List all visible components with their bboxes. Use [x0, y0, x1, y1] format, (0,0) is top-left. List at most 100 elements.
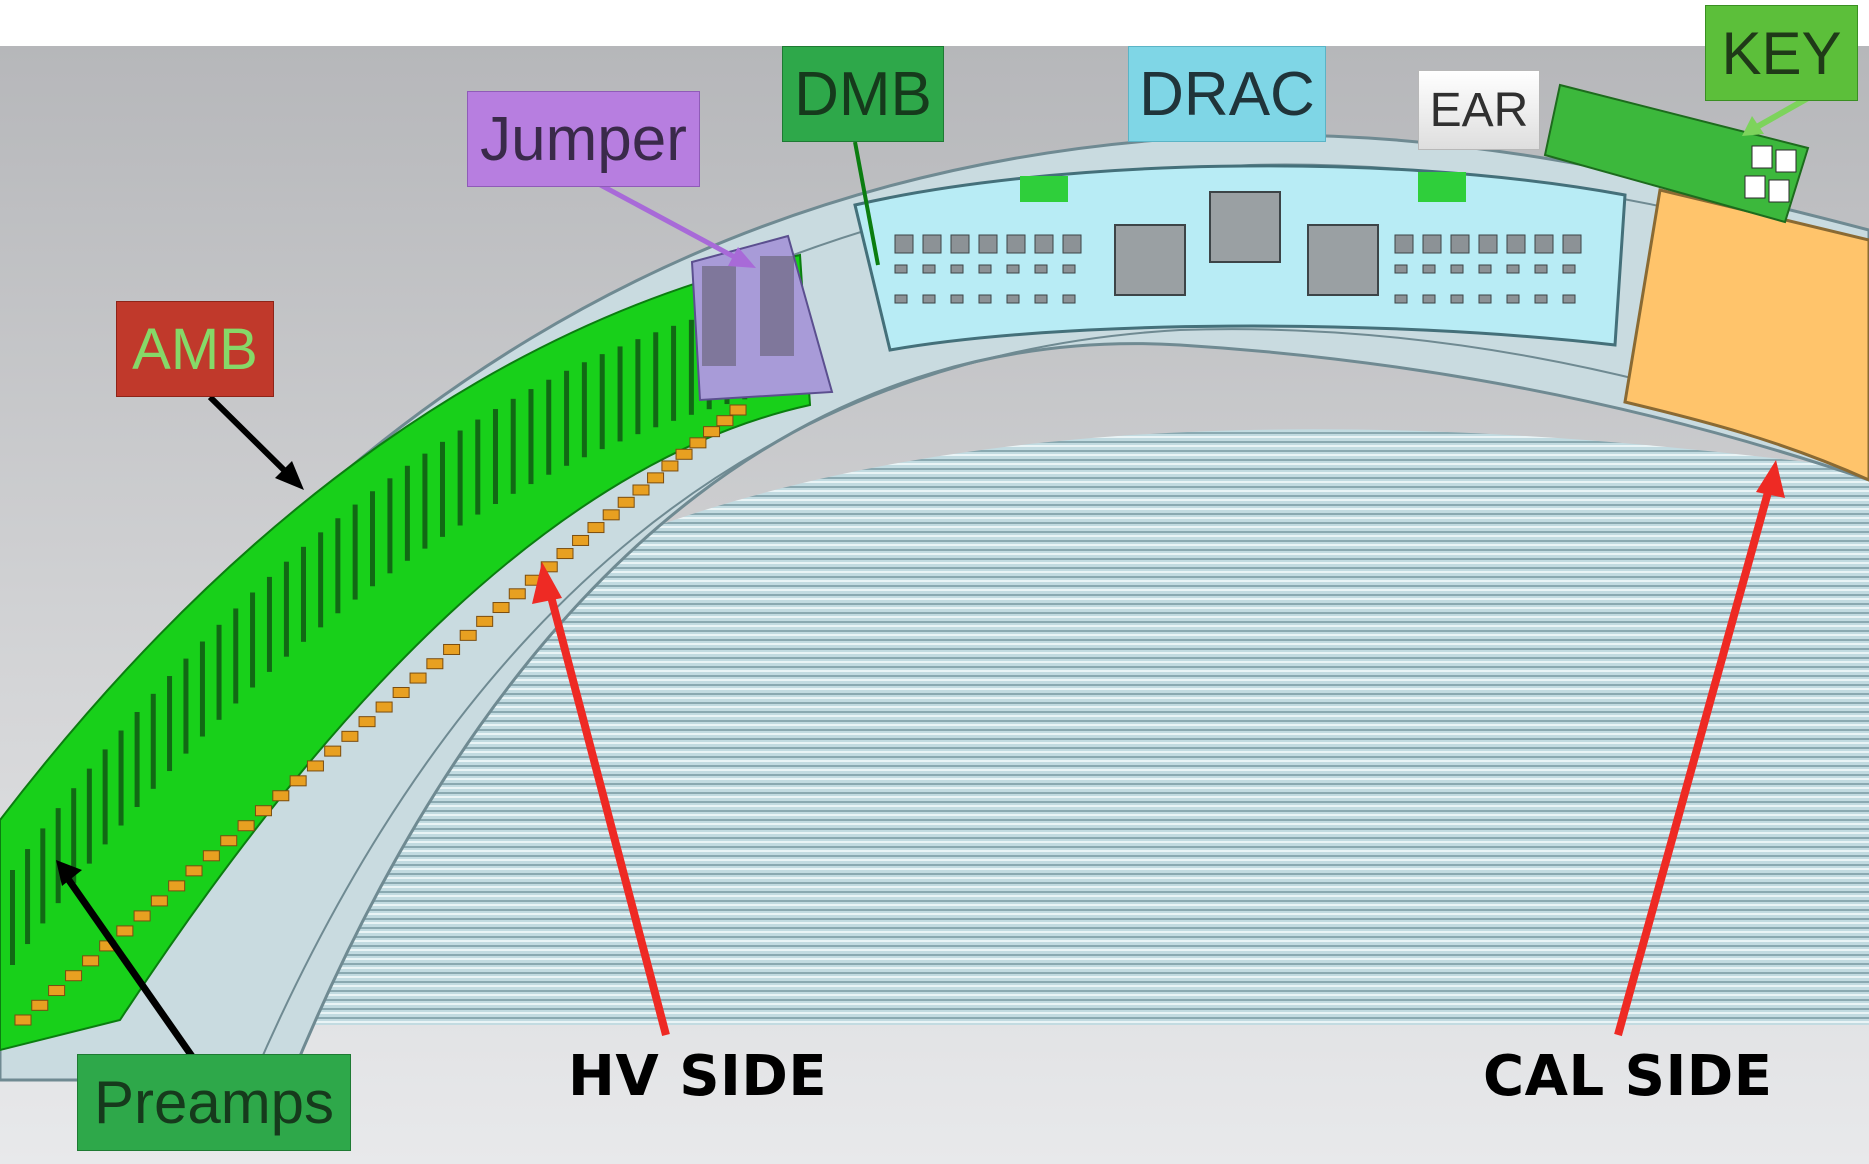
label-preamps: Preamps [77, 1054, 351, 1151]
jumper-board [690, 234, 834, 402]
amb-connector [250, 592, 256, 688]
drac-pad [894, 294, 908, 304]
drac-pad [1422, 264, 1436, 274]
amb-connector [40, 828, 46, 924]
drac-pad [1478, 264, 1492, 274]
preamp-chip [358, 716, 376, 728]
label-key: KEY [1705, 5, 1858, 101]
drac-pad [1394, 264, 1408, 274]
drac-pad [1534, 264, 1548, 274]
amb-connector [528, 389, 534, 485]
preamp-chip [306, 760, 324, 772]
amb-connector [10, 870, 15, 965]
preamp-chip [716, 415, 734, 427]
amb-connector [510, 398, 516, 494]
drac-pad [978, 294, 992, 304]
drac-pad [1422, 294, 1436, 304]
cal-board [1623, 188, 1869, 482]
preamp-chip [675, 448, 693, 460]
amb-connector [564, 370, 570, 466]
amb-connector [581, 362, 587, 458]
amb-connector [635, 339, 641, 435]
drac-pad [1478, 234, 1498, 254]
drac-pad [1534, 294, 1548, 304]
drac-pad [1450, 234, 1470, 254]
preamp-chip [729, 404, 747, 416]
preamp-chip [324, 745, 342, 757]
label-dmb: DMB [782, 46, 944, 142]
amb-connector [404, 465, 410, 561]
preamp-chip [617, 496, 635, 508]
arrow-hv-side [532, 562, 670, 1037]
preamp-chips [14, 404, 747, 1026]
preamp-chip [459, 629, 477, 641]
preamp-chip [31, 999, 49, 1011]
label-ear: EAR [1418, 70, 1540, 150]
drac-pad [894, 234, 914, 254]
amb-connector [653, 332, 659, 428]
drac-pad [950, 234, 970, 254]
amb-connector [439, 441, 445, 537]
drac-pad [1562, 264, 1576, 274]
arrow-amb [207, 394, 304, 490]
preamp-chip [409, 672, 427, 684]
preamp-chip [133, 910, 151, 922]
preamp-chip [587, 522, 605, 534]
amb-connector [183, 658, 189, 754]
amb-connector [387, 478, 393, 574]
preamp-chip [48, 985, 66, 997]
preamp-chip [426, 658, 444, 670]
amb-connector [422, 453, 428, 549]
amb-connector [216, 624, 222, 720]
drac-pad [1006, 294, 1020, 304]
drac-pad [1422, 234, 1442, 254]
amb-connector [71, 788, 77, 884]
amb-connector [118, 730, 124, 826]
preamp-chip [185, 865, 203, 877]
preamp-chip [632, 484, 650, 496]
label-jumper: Jumper [467, 91, 700, 187]
preamp-chip [556, 548, 574, 560]
drac-pad [1478, 294, 1492, 304]
preamp-chip [289, 775, 307, 787]
drac-pad [1034, 294, 1048, 304]
drac-pad [1034, 234, 1054, 254]
arrow-cal-side [1614, 460, 1785, 1037]
drac-pad [1562, 294, 1576, 304]
drac-pad [1394, 294, 1408, 304]
amb-connector [233, 608, 239, 704]
arrow-jumper [580, 172, 756, 268]
arrow-key [1742, 95, 1810, 136]
drac-pad [1506, 264, 1520, 274]
amb-connector [266, 576, 272, 672]
amb-connector [25, 849, 31, 945]
drac-pad [978, 234, 998, 254]
amb-connector [86, 768, 92, 864]
amb-connector [671, 325, 677, 421]
preamp-chip [237, 820, 255, 832]
drac-pad [1006, 264, 1020, 274]
drac-pad [1062, 294, 1076, 304]
preamp-chip [65, 970, 83, 982]
amb-connector [55, 808, 61, 904]
drac-pad [978, 264, 992, 274]
drac-pads [894, 234, 1582, 304]
key-board [1543, 83, 1810, 224]
label-cal-side: CAL SIDE [1483, 1044, 1773, 1109]
preamp-chip [661, 460, 679, 472]
drac-pad [922, 294, 936, 304]
drac-board [853, 164, 1627, 352]
drac-pad [1450, 264, 1464, 274]
preamp-chip [689, 437, 707, 449]
preamp-chip [492, 602, 510, 614]
drac-pad [922, 234, 942, 254]
amb-connector [546, 379, 552, 475]
drac-pad [1506, 294, 1520, 304]
drac-pad [1450, 294, 1464, 304]
amb-connector [300, 546, 306, 642]
amb-connector [617, 346, 623, 442]
drac-pad [1506, 234, 1526, 254]
label-hv-side: HV SIDE [568, 1044, 828, 1109]
label-drac: DRAC [1128, 46, 1326, 142]
preamp-chip [375, 701, 393, 713]
